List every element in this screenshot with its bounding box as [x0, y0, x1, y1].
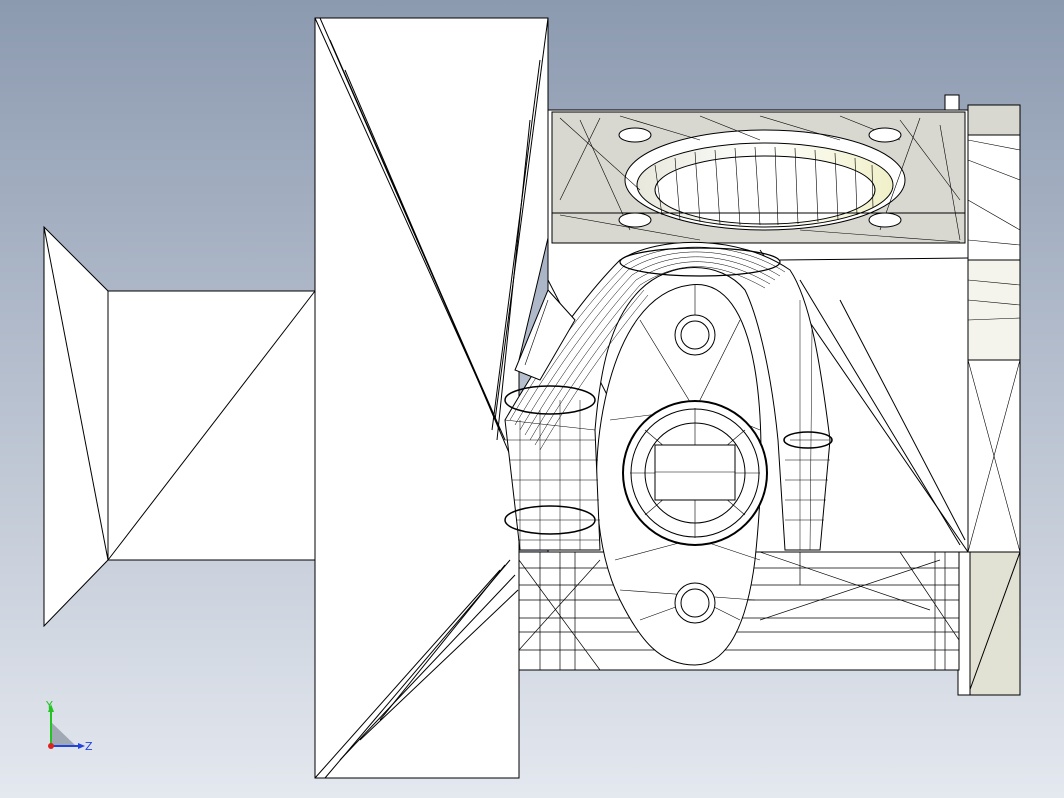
triad-plane: [51, 722, 76, 746]
y-axis-label: Y: [45, 699, 53, 712]
gear-housing: [547, 94, 969, 553]
y-axis-arrow: [48, 704, 54, 712]
z-axis-arrow: [78, 743, 85, 749]
axis-triad: Y Z: [45, 699, 93, 753]
inlet-hopper: [43, 225, 316, 628]
crank-plate: [596, 284, 768, 666]
z-axis-label: Z: [85, 740, 93, 753]
curved-arm: [504, 241, 833, 551]
x-axis-point: [48, 743, 54, 749]
end-cap: [957, 104, 1021, 696]
vertical-plate: [314, 17, 549, 779]
